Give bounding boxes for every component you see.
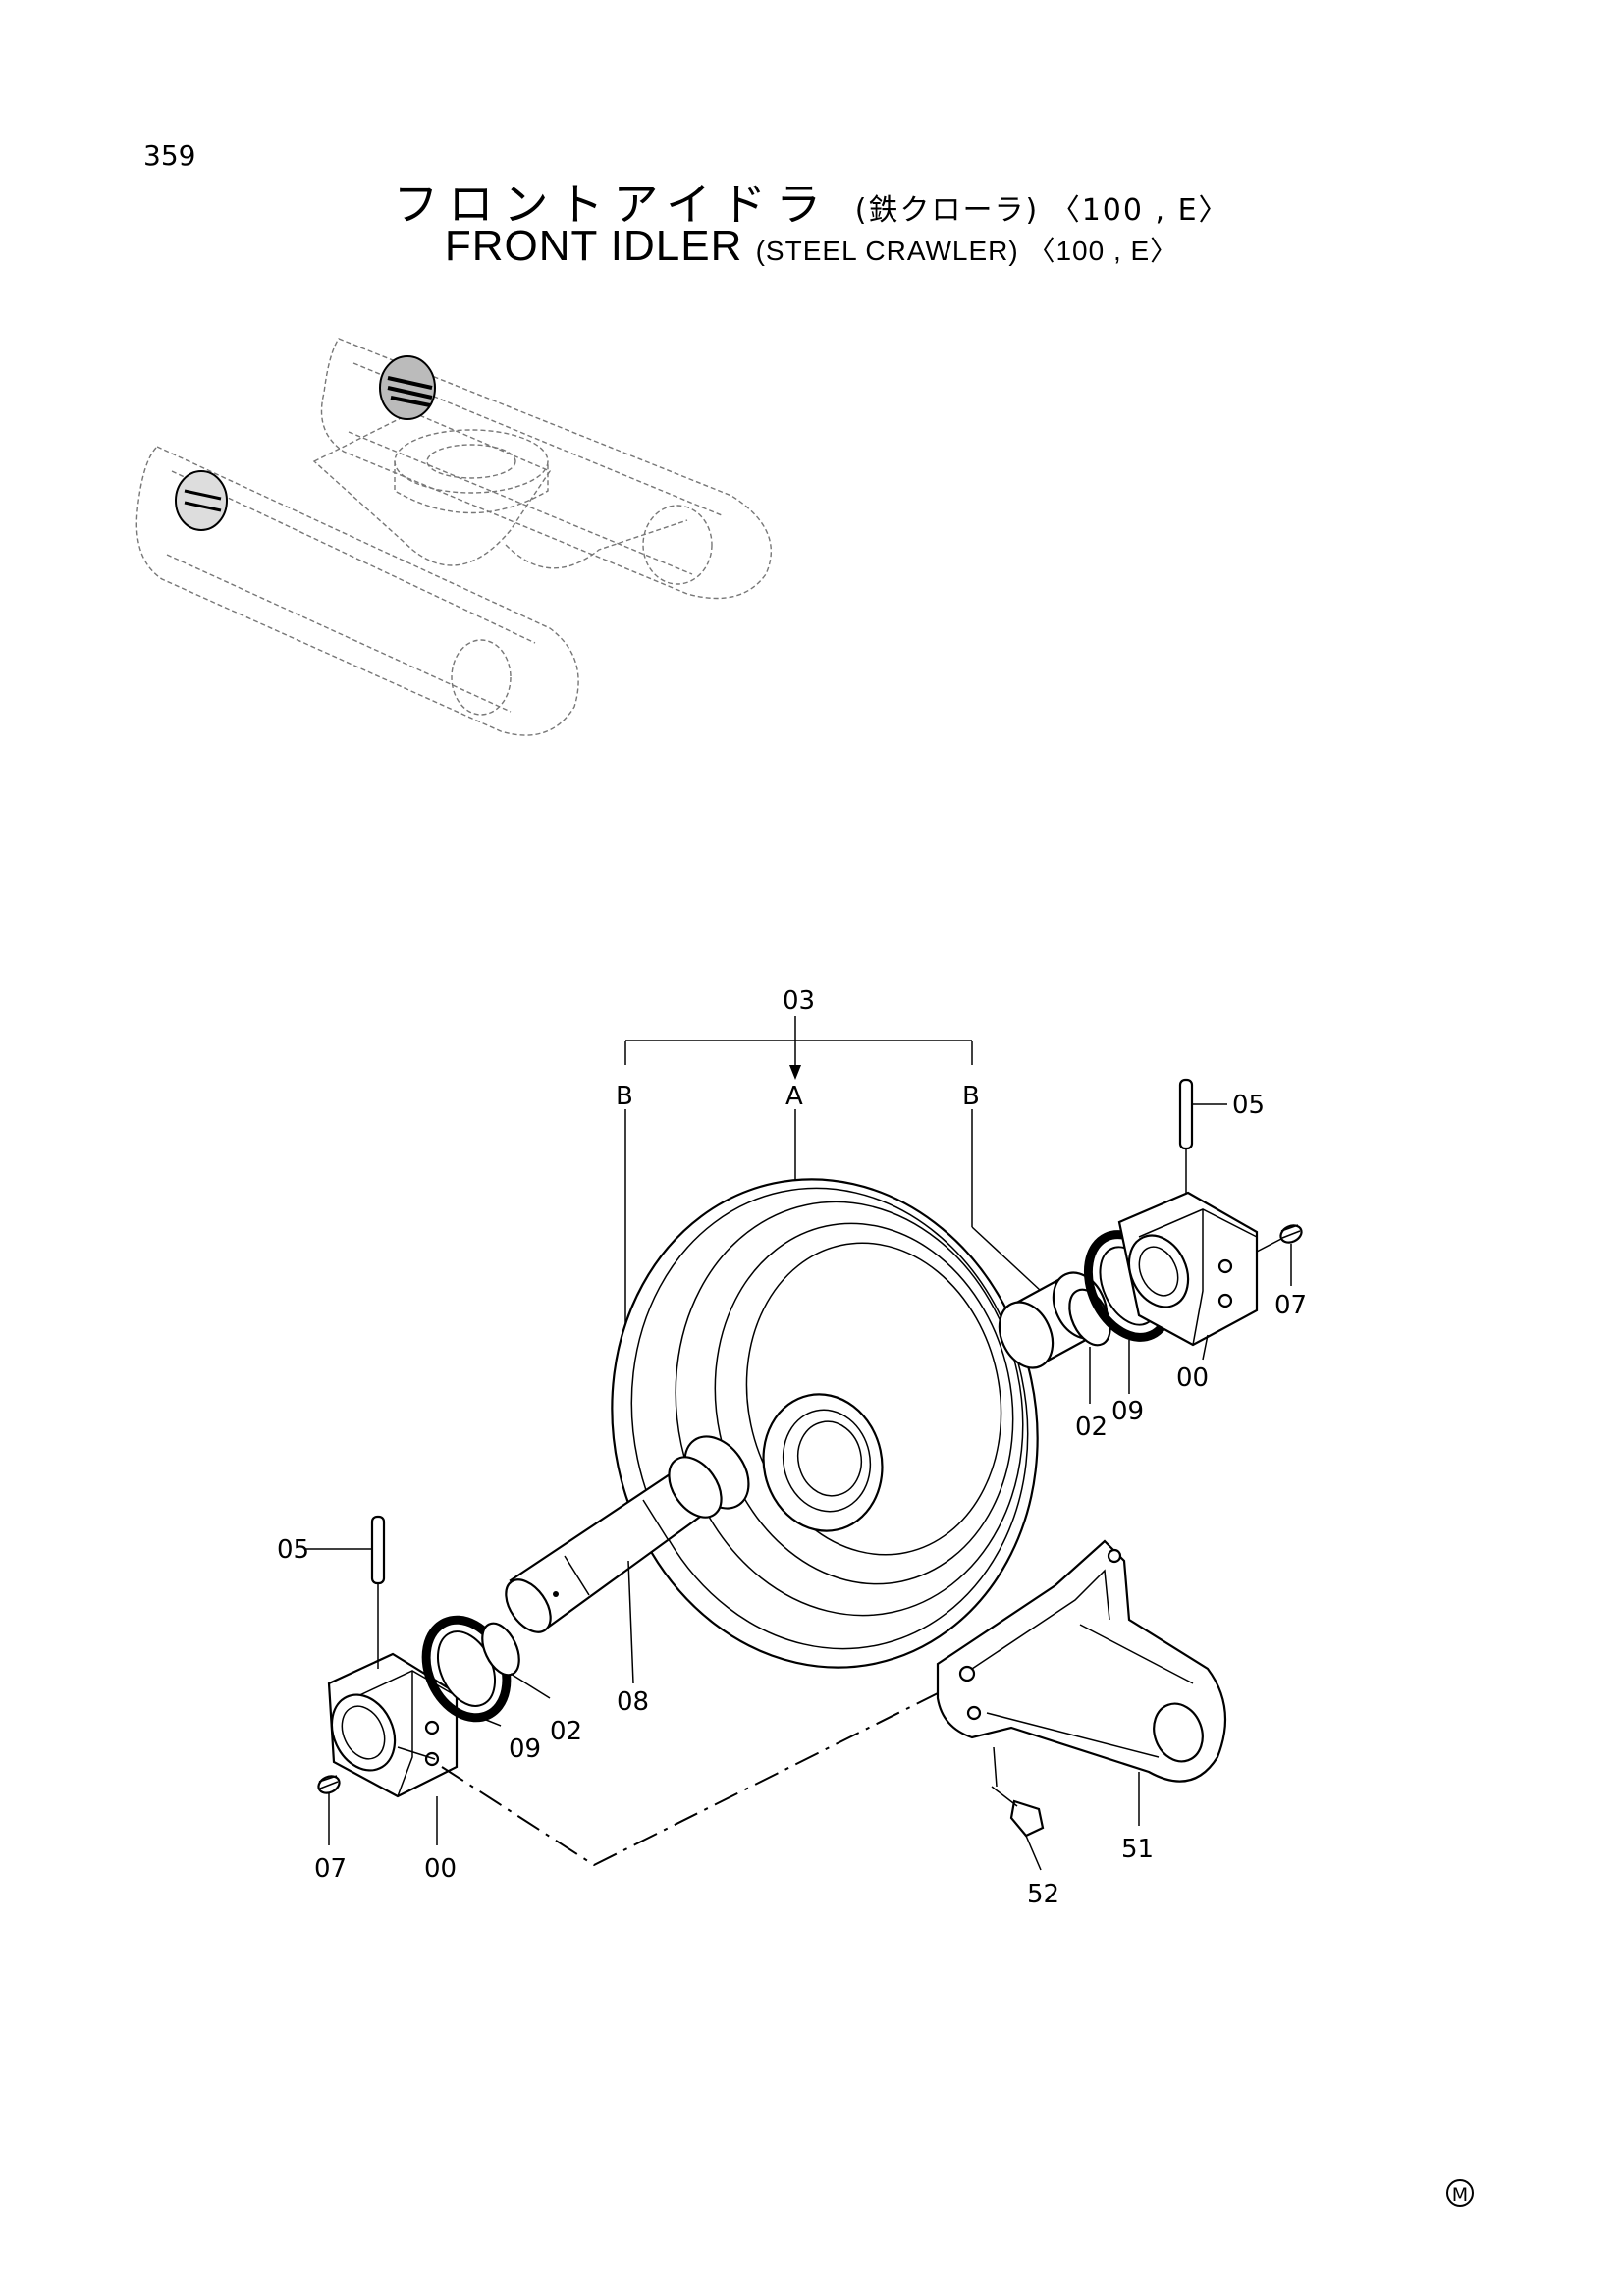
title-japanese: フロントアイドラ (鉄クローラ) 〈100 , E〉 (0, 169, 1623, 234)
title-english-sub: (STEEL CRAWLER) 〈100 , E〉 (755, 236, 1179, 266)
right-support-00 (1117, 1191, 1259, 1361)
bolt-52 (991, 1746, 1045, 1871)
circled-m-mark: M (1446, 2179, 1474, 2207)
callout-02-left: 02 (550, 1717, 582, 1746)
left-bushing-02 (481, 1622, 551, 1699)
undercarriage-overview (135, 338, 773, 736)
yoke-51 (936, 1539, 1227, 1826)
title-japanese-main: フロントアイドラ (393, 178, 832, 231)
callout-07-left: 07 (314, 1854, 347, 1884)
callout-03: 03 (783, 987, 815, 1016)
callout-00-right: 00 (1176, 1363, 1209, 1393)
callout-02-right: 02 (1075, 1413, 1108, 1442)
callout-09-right: 09 (1111, 1397, 1144, 1426)
shaft-08 (505, 1435, 750, 1684)
page-number: 359 (143, 139, 196, 172)
rear-idler-highlight (379, 355, 436, 420)
title-english: FRONT IDLER (STEEL CRAWLER) 〈100 , E〉 (0, 222, 1623, 271)
mark-letter: M (1452, 2184, 1468, 2206)
callout-B-right: B (962, 1082, 980, 1111)
right-plug-07 (1256, 1224, 1303, 1286)
callout-52: 52 (1027, 1880, 1059, 1909)
assembly-chain-line (441, 1692, 939, 1867)
callout-09-left: 09 (509, 1735, 541, 1764)
callout-05-left: 05 (277, 1535, 309, 1565)
right-pin-05 (1178, 1078, 1227, 1193)
left-plug-07 (317, 1775, 341, 1845)
front-idler-highlight (175, 470, 228, 531)
callout-00-left: 00 (424, 1854, 457, 1884)
left-support-00 (327, 1652, 459, 1845)
title-english-main: FRONT IDLER (444, 222, 743, 270)
callout-A: A (785, 1082, 803, 1111)
callout-08: 08 (617, 1687, 649, 1717)
idler-wheel-A (611, 1178, 1039, 1669)
callout-51: 51 (1121, 1835, 1154, 1864)
title-japanese-sub: (鉄クローラ) 〈100 , E〉 (854, 193, 1230, 228)
callout-labels: 03 A B B 05 07 00 09 02 05 08 02 09 07 0… (277, 987, 1307, 1909)
callout-07-right: 07 (1274, 1291, 1307, 1320)
left-pin-05 (304, 1515, 386, 1669)
callout-B-left: B (616, 1082, 633, 1111)
callout-05-right: 05 (1232, 1091, 1265, 1120)
